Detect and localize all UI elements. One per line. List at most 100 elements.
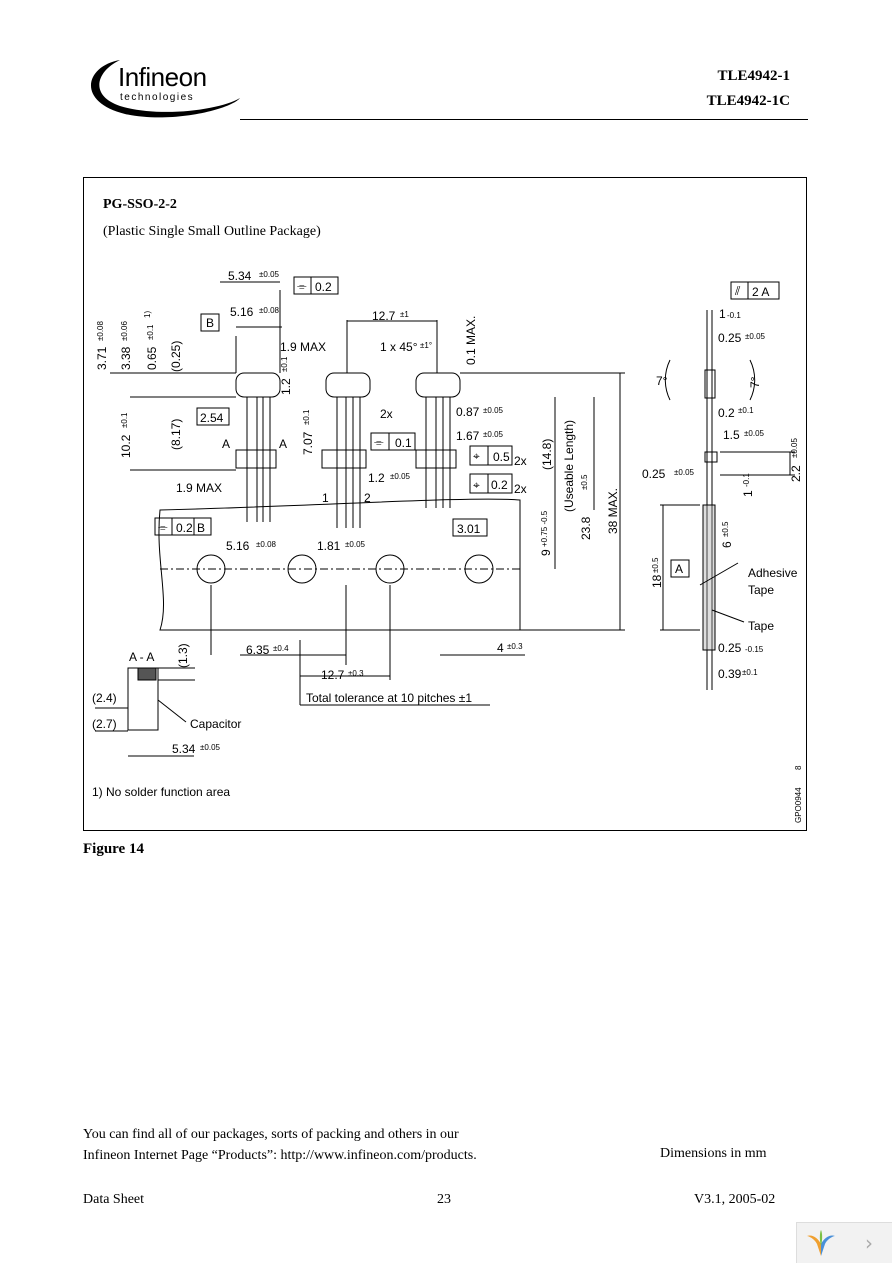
dimension-label: ±0.1: [302, 409, 311, 425]
dimension-label: (2.4): [92, 691, 117, 705]
dimension-label: 1.5: [723, 428, 740, 442]
capacitor-label: Capacitor: [190, 717, 241, 731]
dimension-label: ±0.1: [738, 406, 754, 415]
logo-subtext: technologies: [120, 92, 194, 103]
dimension-label: ±0.4: [273, 644, 289, 653]
dimension-label: 3.38: [119, 346, 133, 370]
package-name: PG-SSO-2-2: [103, 197, 177, 212]
dimension-label: ±0.05: [744, 429, 765, 438]
infineon-logo: Infineon technologies: [90, 60, 240, 118]
dim-516: 5.16: [230, 305, 254, 319]
dimension-label: -0.1: [742, 473, 751, 487]
dimension-label: 1: [719, 307, 726, 321]
dimension-label: ±0.08: [256, 540, 277, 549]
dimension-label: 5.16: [226, 539, 250, 553]
dimension-label: 3.71: [95, 346, 109, 370]
dimension-label: ±0.05: [483, 430, 504, 439]
dimension-label: 0.5: [493, 450, 510, 464]
dimension-label: 0.2: [176, 521, 193, 535]
datum-b-label: B: [206, 316, 214, 330]
packages-note-line-1: You can find all of our packages, sorts …: [83, 1127, 459, 1142]
dimension-label: ±0.5: [580, 474, 589, 490]
dim-127: 12.7: [372, 309, 396, 323]
dimension-label: -0.1: [727, 311, 741, 320]
footer-doc-type: Data Sheet: [83, 1192, 145, 1207]
dimension-label: 8: [794, 765, 803, 770]
dimension-label: ⌯: [374, 435, 384, 449]
dimension-label: ±0.05: [483, 406, 504, 415]
dimension-label: A: [279, 437, 287, 451]
dim-chamfer: 1 x 45°: [380, 340, 418, 354]
dim-534: 5.34: [228, 269, 252, 283]
dimension-label: ⌯: [297, 279, 307, 293]
dimension-label: 7.07: [301, 431, 315, 455]
dimension-label: 6.35: [246, 643, 270, 657]
dimension-label: ⌖: [473, 478, 480, 492]
dimension-label: (14.8): [540, 439, 554, 470]
dimension-label: (0.25): [169, 341, 183, 372]
title-line-1: TLE4942-1: [717, 68, 790, 84]
dimension-label: (8.17): [169, 419, 183, 450]
dimension-label: 0.2: [315, 280, 332, 294]
dimension-label: 2.2: [789, 465, 803, 482]
drawing-code: GPO0944: [794, 787, 803, 823]
dimension-label: ±0.08: [259, 306, 280, 315]
dimension-label: ±0.5: [651, 557, 660, 573]
dimension-label: 1.2: [279, 378, 293, 395]
dimensions-unit-note: Dimensions in mm: [660, 1146, 767, 1161]
footer-version: V3.1, 2005-02: [694, 1192, 776, 1207]
dimension-label: 2x: [514, 482, 527, 496]
packages-note: You can find all of our packages, sorts …: [83, 1124, 477, 1166]
dimension-label: ±0.3: [348, 669, 364, 678]
dimension-label: 10.2: [119, 434, 133, 458]
dimension-label: ±0.05: [259, 270, 280, 279]
dimension-label: ±0.1: [742, 668, 758, 677]
dimension-label: ±0.1: [280, 356, 289, 372]
dimension-label: -0.15: [745, 645, 764, 654]
dimension-label: 0.39: [718, 667, 742, 681]
dimension-label: 4: [497, 641, 504, 655]
dimension-label: ±0.3: [507, 642, 523, 651]
dimension-label: 1): [143, 311, 152, 318]
dimension-label: ±0.1: [120, 412, 129, 428]
dimension-label: 12.7: [321, 668, 345, 682]
dimension-label: ±0.05: [200, 743, 221, 752]
dimension-label: 0.2: [718, 406, 735, 420]
dimension-label: 9: [539, 549, 553, 556]
dimension-label: ±0.1: [146, 324, 155, 340]
package-description: (Plastic Single Small Outline Package): [103, 224, 321, 239]
chevron-right-icon: ›: [865, 1230, 873, 1255]
dimension-label: A: [222, 437, 230, 451]
useable-length-label: (Useable Length): [562, 420, 576, 512]
dimension-label: 0.65: [145, 346, 159, 370]
dimension-label: 0.25: [718, 641, 742, 655]
figure-caption: Figure 14: [83, 841, 144, 857]
dimension-label: ±0.05: [745, 332, 766, 341]
dimension-label: ±0.08: [96, 320, 105, 341]
dimension-label: ±0.05: [390, 472, 411, 481]
dimension-label: 5.34: [172, 742, 196, 756]
footnote: 1) No solder function area: [92, 785, 230, 799]
viewer-toolbar: [796, 1222, 892, 1263]
dimension-label: 1: [741, 490, 755, 497]
dimension-label: 0.87: [456, 405, 480, 419]
dimension-label: ±1: [400, 310, 409, 319]
dimension-label: ±1°: [420, 341, 432, 350]
section-aa-label: A - A: [129, 650, 154, 664]
header-divider: [240, 119, 808, 120]
dimension-label: (2.7): [92, 717, 117, 731]
logo-wordmark: Infineon: [118, 62, 207, 92]
next-page-button[interactable]: ›: [846, 1222, 892, 1263]
dimension-label: 2: [364, 491, 371, 505]
dimension-label: 23.8: [579, 516, 593, 540]
dim-254: 2.54: [200, 411, 224, 425]
dimension-label: 0.25: [642, 467, 666, 481]
dimension-label: ⌯: [158, 520, 168, 534]
dimension-label: 38 MAX.: [606, 488, 620, 534]
dimension-label: 18: [650, 574, 664, 588]
dimension-label: ⫽: [734, 284, 741, 298]
adhesive-tape-label-1: Adhesive: [748, 566, 798, 580]
pitch-tolerance-note: Total tolerance at 10 pitches ±1: [306, 691, 472, 705]
dimension-label: 0.25: [718, 331, 742, 345]
dimension-label: 2x: [380, 407, 393, 421]
